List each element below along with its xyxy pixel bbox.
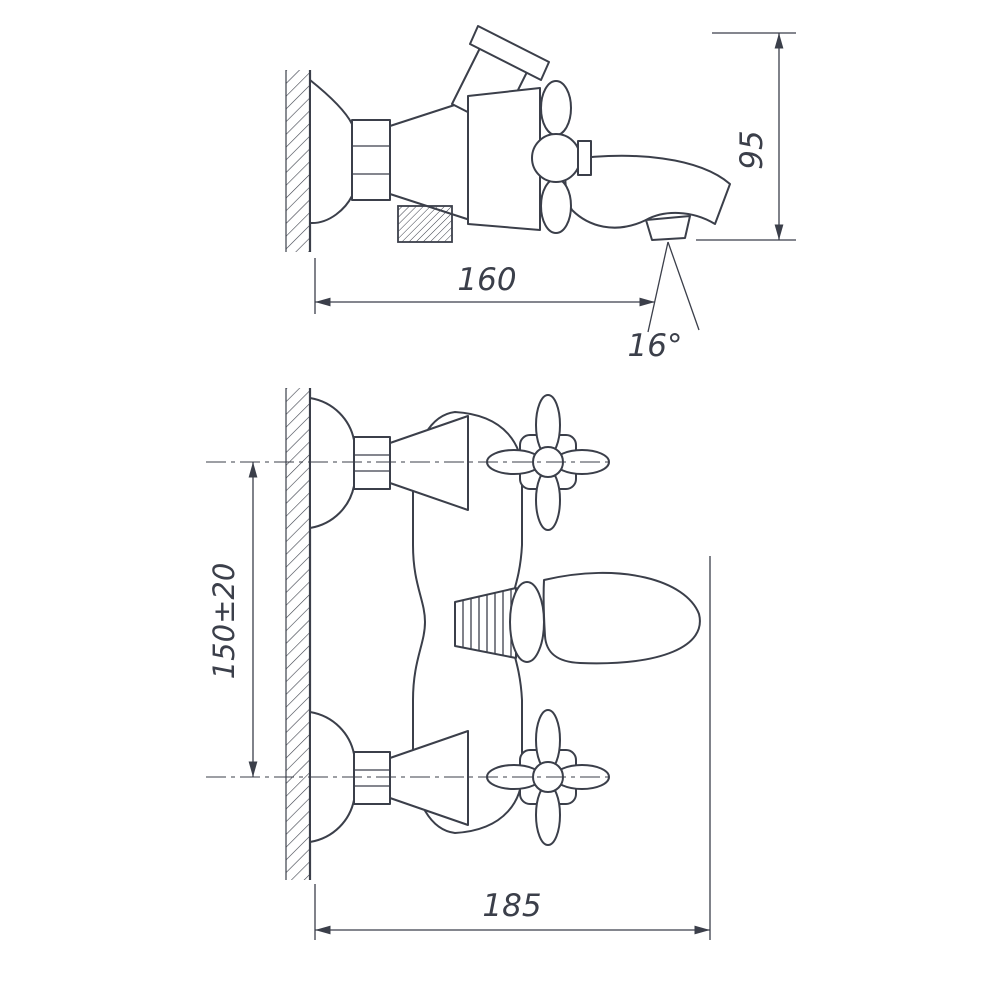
dimension-95: 95	[696, 32, 796, 241]
hex-nut	[353, 436, 391, 490]
front-view: 150±20 185	[206, 388, 711, 940]
wall-hatch	[286, 70, 310, 252]
dimension-angle-label: 16°	[628, 328, 683, 364]
hex-nut	[351, 119, 391, 201]
wall-section	[285, 70, 312, 252]
dimension-160: 160	[314, 258, 655, 314]
diverter-cap	[469, 25, 550, 81]
spout-ridged-base	[454, 587, 517, 659]
dimension-95-label: 95	[734, 130, 770, 169]
spout-front	[454, 571, 701, 665]
angle-leg	[647, 241, 669, 333]
spout-ridges	[462, 589, 512, 657]
spout-collar	[509, 581, 545, 663]
dimension-angle: 16°	[628, 241, 700, 364]
shower-hose-outlet	[397, 205, 453, 243]
dimension-150-label: 150±20	[207, 563, 241, 680]
faucet-body-side	[467, 87, 541, 231]
side-view: 95 160 16°	[285, 25, 796, 364]
aerator	[645, 215, 691, 241]
dimension-185-label: 185	[482, 888, 541, 924]
cross-handle-side	[531, 80, 592, 234]
bottom-mount	[309, 711, 469, 843]
body-cone	[389, 730, 469, 826]
dimension-150: 150±20	[207, 462, 258, 777]
spout-body	[542, 571, 701, 665]
angle-leg	[667, 241, 700, 331]
top-mount	[309, 397, 469, 529]
body-cone	[389, 415, 469, 511]
escutcheon	[309, 397, 355, 529]
hex-nut	[353, 751, 391, 805]
wall-section	[285, 388, 312, 880]
escutcheon	[309, 79, 353, 225]
body-cone	[389, 99, 471, 221]
dimension-160-label: 160	[457, 262, 516, 298]
wall-hatch	[286, 388, 310, 880]
dimension-185: 185	[314, 556, 711, 940]
escutcheon	[309, 711, 355, 843]
